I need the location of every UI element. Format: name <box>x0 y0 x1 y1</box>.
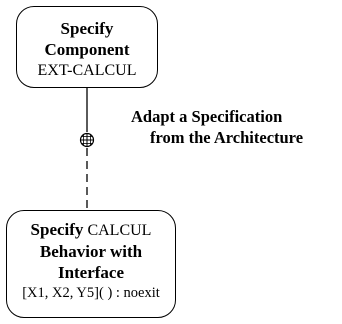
specify-keyword: Specify <box>30 220 84 239</box>
node-title-specify: Specify <box>60 19 114 38</box>
interface-signature: [X1, X2, Y5]( ) : noexit <box>22 285 160 301</box>
specify-behavior-node: Specify CALCUL Behavior with Interface [… <box>6 210 176 318</box>
component-name: EXT-CALCUL <box>37 62 137 79</box>
globe-icon <box>79 132 95 148</box>
relation-label: Adapt a Specification from the Architect… <box>128 106 342 148</box>
relation-label-line1: Adapt a Specification <box>131 107 283 126</box>
node-title-component: Component <box>44 40 130 59</box>
node-title-specify-calcul: Specify CALCUL <box>7 219 175 241</box>
node-title-interface: Interface <box>57 263 125 282</box>
specify-component-node: Specify Component EXT-CALCUL <box>16 6 158 88</box>
node-title-behavior-with: Behavior with <box>39 242 143 261</box>
relation-label-line2: from the Architecture <box>150 128 304 147</box>
behavior-name: CALCUL <box>87 222 152 239</box>
